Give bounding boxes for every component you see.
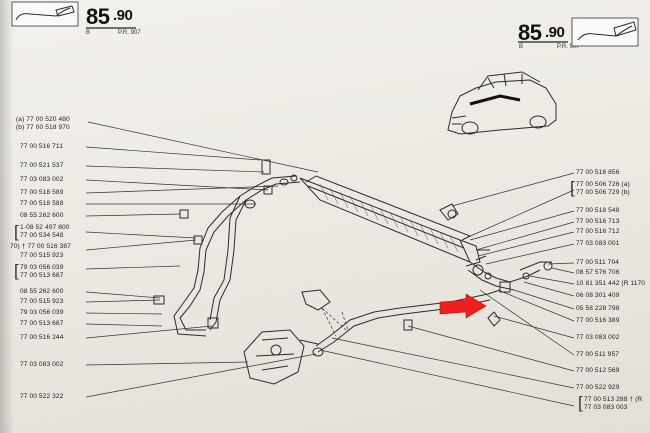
part-number: 77 00 506 729 (b) (576, 189, 630, 196)
car-illustration (447, 71, 557, 135)
bracket: [ (14, 261, 19, 280)
part-number: 08 57 576 706 (576, 269, 620, 276)
page-ref: P.R. 907 (118, 30, 141, 36)
lower-hose (301, 289, 501, 357)
part-number: 10 81 351 442 (R 1170 (576, 280, 646, 287)
part-number: 79 03 056 039 (20, 264, 64, 271)
page-edge-shadow (0, 0, 14, 433)
bracket: [ (578, 393, 583, 412)
page-number-main-right: 85 (518, 20, 542, 45)
part-number: 77 00 513 687 (20, 272, 64, 279)
page-letter: B (86, 30, 91, 36)
part-number: 77 00 515 923 (20, 252, 64, 259)
part-number: 77 00 518 589 (20, 189, 64, 196)
leader-lines-left (85, 121, 319, 398)
part-number: 77 00 516 711 (20, 143, 63, 150)
part-number: 77 03 083 002 (576, 334, 620, 341)
page-letter-right: B (519, 44, 524, 50)
part-number: 1·08 52 497 800 (20, 224, 70, 231)
part-number: 77 03 083 002 (20, 176, 64, 183)
part-number: 77 00 521 537 (20, 162, 64, 169)
part-number: 77 00 513 687 (20, 320, 64, 327)
bracket: [ (570, 178, 575, 197)
part-number: 77 03 083 003 (584, 404, 628, 411)
part-number: 77 00 522 322 (20, 393, 64, 400)
right-hose-parts (439, 203, 553, 327)
part-number: 77 00 534 548 (20, 232, 64, 239)
page-number-main: 85 (86, 4, 110, 29)
part-number: 77 00 516 712 (576, 228, 620, 235)
part-number: 77 00 516 856 (576, 169, 620, 176)
bracket: [ (14, 222, 19, 241)
part-number: 77 00 516 713 (576, 218, 620, 225)
part-number: 77 00 516 389 (576, 317, 620, 324)
part-number: 77 00 511 957 (576, 351, 619, 358)
part-number: 06 08 301 409 (576, 292, 620, 299)
thumbnail-heater-icon-right (571, 17, 639, 47)
part-number: 77 03 083 002 (20, 361, 64, 368)
part-number: 77 00 511 704 (576, 259, 619, 266)
part-number: 77 00 516 244 (20, 334, 64, 341)
part-number: 77 00 513 288 † (R (584, 396, 643, 403)
part-number: 77 00 518 548 (576, 207, 620, 214)
part-number: (b) 77 00 518 970 (16, 124, 70, 131)
leader-lines-right (319, 172, 575, 407)
part-number: 77 00 506 726 (a) (576, 181, 630, 188)
page-ref-right: P.R. 907 (557, 44, 580, 50)
part-number: 08 55 262 600 (20, 288, 64, 295)
part-number: 77 00 518 588 (20, 200, 64, 207)
red-pointer-arrow (439, 293, 487, 319)
page-number-sub: .90 (113, 7, 133, 24)
thumbnail-heater-icon (11, 1, 79, 27)
part-number: 05 58 228 798 (576, 305, 620, 312)
part-number: 77 03 083 001 (576, 240, 620, 247)
part-number: 70) † 77 00 516 387 (10, 243, 71, 250)
page-number-sub-right: .90 (545, 24, 565, 41)
part-number: (a) 77 00 520 480 (16, 116, 70, 123)
part-number: 77 00 512 569 (576, 367, 620, 374)
part-number: 77 00 522 929 (576, 384, 620, 391)
part-number: 08 55 262 600 (20, 212, 64, 219)
water-valve-assembly (243, 329, 319, 385)
heater-radiator (299, 175, 481, 267)
left-hose-system (153, 159, 301, 337)
part-number: 77 00 515 923 (20, 298, 64, 305)
part-number: 79 03 056 039 (20, 309, 64, 316)
